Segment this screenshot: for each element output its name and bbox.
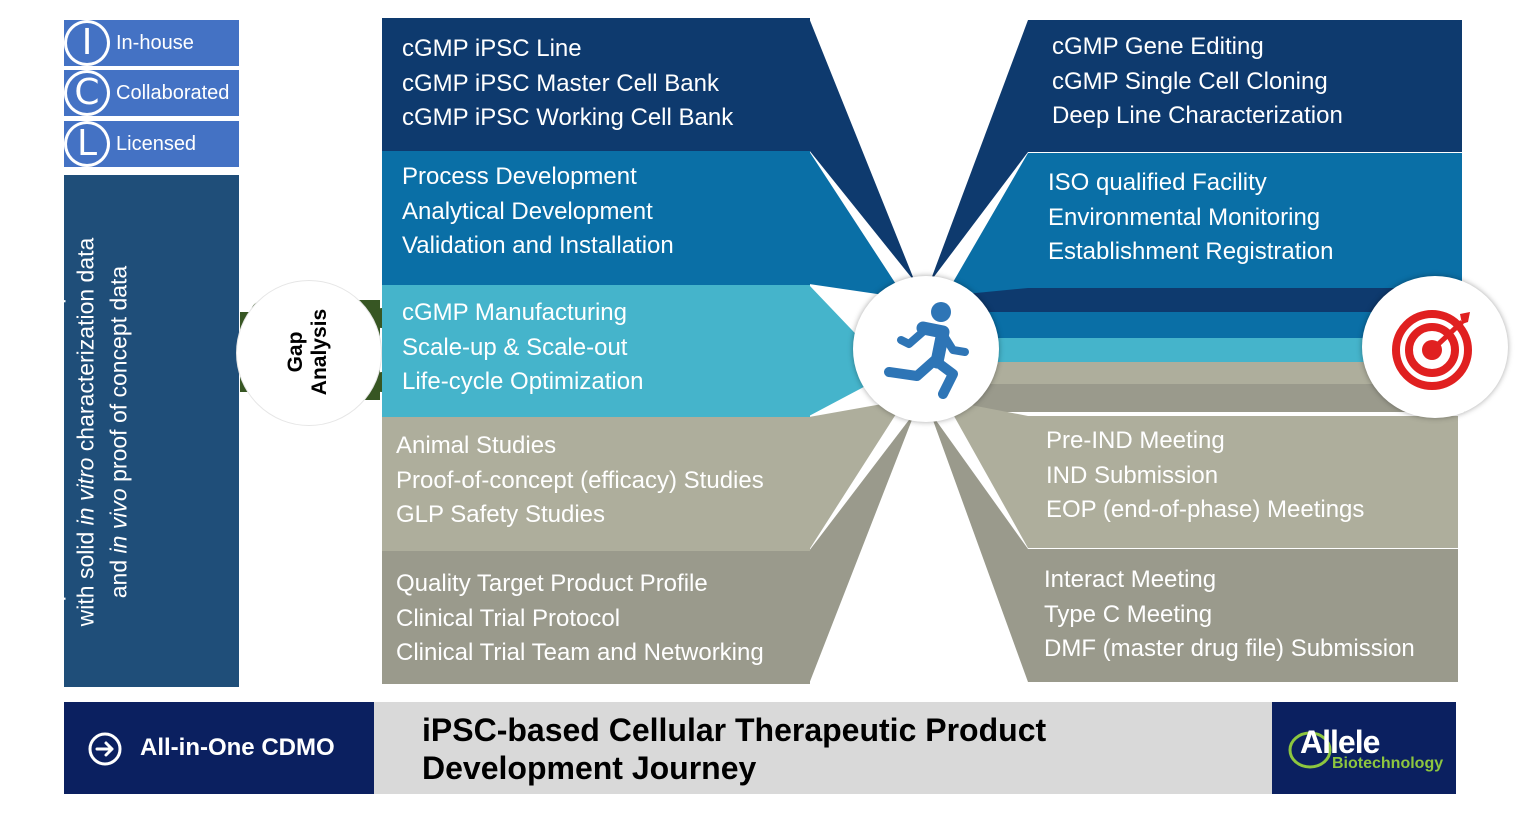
right-box-line: Environmental Monitoring xyxy=(1048,203,1321,231)
right-wedge-gray-dark xyxy=(930,412,1028,682)
right-box-line: Type C Meeting xyxy=(1044,600,1213,628)
left-box-manufacturing: cGMP Manufacturing Scale-up & Scale-out … xyxy=(382,285,810,417)
legend-letter-badge: L xyxy=(64,121,110,167)
left-box-line: GLP Safety Studies xyxy=(396,501,606,528)
left-box-line: cGMP iPSC Working Cell Bank xyxy=(402,104,734,131)
left-box-clinical: Quality Target Product Profile Clinical … xyxy=(382,551,810,684)
journey-title-line: iPSC-based Cellular Therapeutic Product xyxy=(422,712,1047,748)
gap-analysis-label: Gap Analysis xyxy=(284,272,332,432)
right-box-line: Pre-IND Meeting xyxy=(1046,427,1225,454)
left-box-line: Animal Studies xyxy=(396,432,557,459)
left-box-process: Process Development Analytical Developme… xyxy=(382,151,810,285)
right-wedge-blue xyxy=(945,153,1028,296)
left-box-line: cGMP Manufacturing xyxy=(402,299,627,326)
right-box-line: Interact Meeting xyxy=(1044,566,1217,593)
left-box-line: Clinical Trial Team and Networking xyxy=(396,639,764,666)
left-wedge-cyan xyxy=(809,285,892,416)
gap-analysis-circle xyxy=(236,280,382,426)
left-wedge-navy xyxy=(809,18,915,282)
left-box-line: cGMP iPSC Master Cell Bank xyxy=(402,69,719,97)
cdmo-label: All-in-One CDMO xyxy=(140,734,335,761)
left-wedge-gray-dark xyxy=(809,412,915,684)
journey-title-banner: iPSC-based Cellular Therapeutic Product … xyxy=(374,702,1272,794)
journey-title-line: Development Journey xyxy=(422,750,757,786)
left-box-line: Life-cycle Optimization xyxy=(402,368,644,395)
left-box-line: cGMP iPSC Line xyxy=(402,35,582,62)
logo-word: Allele xyxy=(1300,724,1380,760)
right-box-line: IND Submission xyxy=(1046,461,1219,489)
protocol-box xyxy=(64,175,239,687)
band-gray-light xyxy=(925,362,1465,384)
runner-circle xyxy=(853,276,999,422)
legend-licensed: L Licensed xyxy=(64,121,239,167)
left-box-line: Proof-of-concept (efficacy) Studies xyxy=(396,466,764,494)
left-box-animal-studies: Animal Studies Proof-of-concept (efficac… xyxy=(382,417,810,551)
left-box-line: Validation and Installation xyxy=(402,232,674,259)
right-wedge-gray-light xyxy=(945,400,1028,548)
legend-label: In-house xyxy=(116,32,194,54)
right-box-line: Deep Line Characterization xyxy=(1052,102,1343,129)
runner-icon xyxy=(884,302,969,399)
legend-letter-badge: I xyxy=(64,20,110,66)
gap-analysis-line: Analysis xyxy=(308,308,331,396)
logo-swoosh-icon xyxy=(1288,731,1332,769)
left-box-line: Clinical Trial Protocol xyxy=(396,604,621,632)
left-box-line: Process Development xyxy=(402,163,637,190)
legend-letter-badge: C xyxy=(64,70,110,116)
logo-sub: Biotechnology xyxy=(1332,755,1444,772)
right-box-line: EOP (end-of-phase) Meetings xyxy=(1046,496,1365,523)
right-box-line: cGMP Gene Editing xyxy=(1052,33,1264,60)
right-wedge-navy xyxy=(930,20,1028,282)
left-box-cell-line: cGMP iPSC Line cGMP iPSC Master Cell Ban… xyxy=(382,18,810,151)
right-box-line: ISO qualified Facility xyxy=(1048,169,1267,196)
left-wedge-gray-light xyxy=(809,400,905,550)
legend-in-house: I In-house xyxy=(64,20,239,66)
legend-label: Collaborated xyxy=(116,82,230,104)
legend-letter: I xyxy=(67,23,107,63)
logo-banner: Allele Biotechnology xyxy=(1272,702,1456,794)
right-box-line: cGMP Single Cell Cloning xyxy=(1052,67,1328,95)
left-wedge-blue xyxy=(809,151,905,298)
legend-collaborated: C Collaborated xyxy=(64,70,239,116)
right-box-line: DMF (master drug file) Submission xyxy=(1044,635,1415,662)
legend-letter: L xyxy=(67,124,107,164)
cdmo-banner: All-in-One CDMO xyxy=(64,702,374,794)
right-box-ind: Pre-IND Meeting IND Submission EOP (end-… xyxy=(1028,416,1458,548)
left-box-line: Analytical Development xyxy=(402,197,653,225)
right-box-dmf: Interact Meeting Type C Meeting DMF (mas… xyxy=(1028,549,1458,682)
right-box-facility: ISO qualified Facility Environmental Mon… xyxy=(1028,153,1462,288)
right-box-gene-editing: cGMP Gene Editing cGMP Single Cell Cloni… xyxy=(1028,20,1462,152)
legend-label: Licensed xyxy=(116,133,197,155)
target-icon xyxy=(1392,310,1472,390)
left-box-line: Quality Target Product Profile xyxy=(396,570,708,597)
right-box-line: Establishment Registration xyxy=(1048,238,1334,265)
gap-analysis-line: Gap xyxy=(284,331,307,373)
journey-title: iPSC-based Cellular Therapeutic Product … xyxy=(422,711,1046,787)
legend-letter: C xyxy=(67,73,107,113)
arrow-circle-icon xyxy=(88,732,122,766)
target-circle xyxy=(1362,276,1508,418)
left-box-line: Scale-up & Scale-out xyxy=(402,333,628,361)
